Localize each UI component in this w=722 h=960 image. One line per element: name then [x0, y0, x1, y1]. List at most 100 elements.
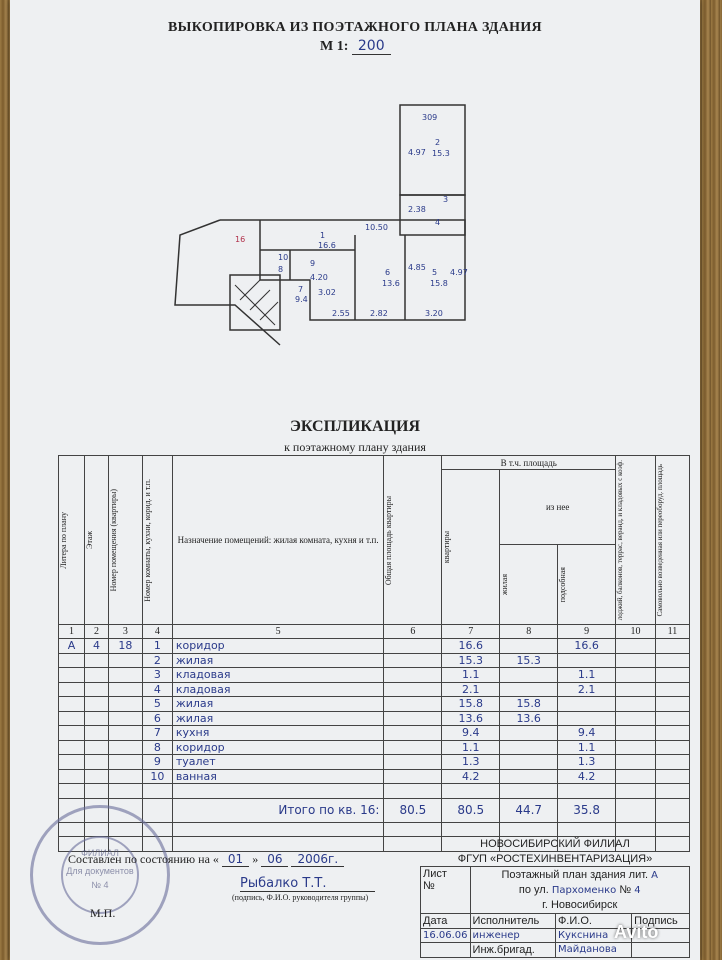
cell-living: [499, 754, 559, 770]
cell-unauth: [654, 710, 691, 727]
room-1-number: 1: [320, 231, 325, 240]
plan-info-cell: Поэтажный план здания лит. А по ул. Парх…: [469, 866, 691, 914]
cell-room-no: 5: [141, 696, 173, 712]
cell-floor: [83, 667, 109, 683]
cell-floor: [83, 696, 109, 712]
cell-room-no: 9: [141, 754, 173, 770]
cell-purpose: жилая: [171, 710, 385, 727]
floor-plan: 309 4.97 2 15.3 2.38 3 4 10.50 1 16.6 16…: [160, 90, 490, 380]
cell-floor: [83, 739, 109, 756]
room-5-number: 5: [432, 268, 437, 277]
compiled-day: 01: [221, 852, 250, 867]
cell-room-no: 4: [141, 681, 173, 698]
avito-watermark: Avito: [614, 922, 659, 942]
total-apartment: 80.5: [383, 797, 443, 823]
header-auxiliary: подсобная: [557, 544, 617, 626]
scale-label: М 1:: [320, 39, 349, 54]
cell-apartment: [107, 667, 143, 683]
cell-litera: [58, 667, 85, 683]
compiled-prefix: Составлен по состоянию на «: [68, 852, 219, 866]
cell-living: [499, 768, 559, 785]
room-9-number: 9: [310, 259, 315, 268]
dim-485: 4.85: [408, 263, 426, 272]
explication-table: Литера по плану Этаж Номер помещения (кв…: [58, 454, 691, 852]
room-8-number: 8: [278, 265, 283, 274]
cell-room-no: 1: [141, 638, 173, 654]
cell-floor: [83, 681, 109, 698]
cell-litera: [58, 681, 85, 698]
cell-purpose: кладовая: [171, 667, 385, 683]
cell-unauth: [654, 652, 691, 669]
cell-aux: [557, 652, 617, 669]
cell-litera: [58, 725, 85, 741]
cell-apartment: [107, 681, 143, 698]
cell-total: [383, 725, 443, 741]
dim-320: 3.20: [425, 309, 443, 318]
org-line-2: ФГУП «РОСТЕХИНВЕНТАРИЗАЦИЯ»: [457, 853, 653, 865]
cell-aux: [557, 710, 617, 727]
cell-purpose: жилая: [171, 696, 385, 712]
cell-floor: [83, 725, 109, 741]
plan-city: г. Новосибирск: [542, 899, 618, 911]
compiled-year: 2006г.: [291, 852, 345, 867]
seal-top: ФИЛИАЛ: [81, 848, 119, 858]
cell-living: [499, 638, 559, 654]
cell-unauth: [654, 667, 691, 683]
brigade-name: Майданова: [554, 942, 633, 958]
header-apartment: квартиры: [441, 468, 501, 626]
cell-area: 2.1: [441, 681, 501, 698]
total-aux: 35.8: [557, 797, 617, 823]
room-3-4-outline: [399, 194, 466, 236]
cell-aux: 4.2: [557, 768, 617, 785]
cell-litera: [58, 710, 85, 727]
cell-floor: [83, 710, 109, 727]
cell-litera: [58, 652, 85, 669]
header-room-no: Номер комнаты, кухни, корид. и т.п.: [141, 454, 173, 626]
cell-loggia: [615, 652, 656, 669]
cell-area: 16.6: [441, 638, 501, 654]
cell-area: 1.1: [441, 667, 501, 683]
compiled-month: 06: [261, 852, 289, 867]
cell-apartment: [107, 754, 143, 770]
seal-place-label: М.П.: [90, 906, 116, 920]
cell-apartment: [107, 725, 143, 741]
header-of-it: из нее: [499, 468, 617, 546]
cell-loggia: [615, 638, 656, 654]
dim-420: 4.20: [310, 273, 328, 282]
cell-total: [383, 681, 443, 698]
dim-282: 2.82: [370, 309, 388, 318]
room-6-area: 13.6: [382, 279, 400, 288]
room-2-area: 15.3: [432, 149, 450, 158]
cell-purpose: коридор: [171, 739, 385, 756]
cell-purpose: ванная: [171, 768, 385, 785]
cell-unauth: [654, 768, 691, 785]
cell-purpose: жилая: [171, 652, 385, 669]
total-label: Итого по кв. 16:: [171, 797, 385, 823]
seal-no: № 4: [91, 880, 109, 890]
brigade-label: Инж.бригад.: [469, 942, 556, 958]
cell-living: [499, 725, 559, 741]
stair-outline: [174, 219, 281, 346]
cell-litera: [58, 768, 85, 785]
cell-aux: [557, 696, 617, 712]
cell-loggia: [615, 710, 656, 727]
cell-area: 15.3: [441, 652, 501, 669]
room-5-area: 15.8: [430, 279, 448, 288]
room-2-number: 2: [435, 138, 440, 147]
cell-room-no: 2: [141, 652, 173, 669]
cell-unauth: [654, 696, 691, 712]
cell-total: [383, 739, 443, 756]
cell-room-no: 6: [141, 710, 173, 727]
cell-loggia: [615, 696, 656, 712]
cell-unauth: [654, 638, 691, 654]
apartment-outline: [220, 219, 466, 321]
cell-aux: 9.4: [557, 725, 617, 741]
total-area: 80.5: [441, 797, 501, 823]
total-living: 44.7: [499, 797, 559, 823]
scale-line: М 1: 200: [320, 38, 391, 55]
